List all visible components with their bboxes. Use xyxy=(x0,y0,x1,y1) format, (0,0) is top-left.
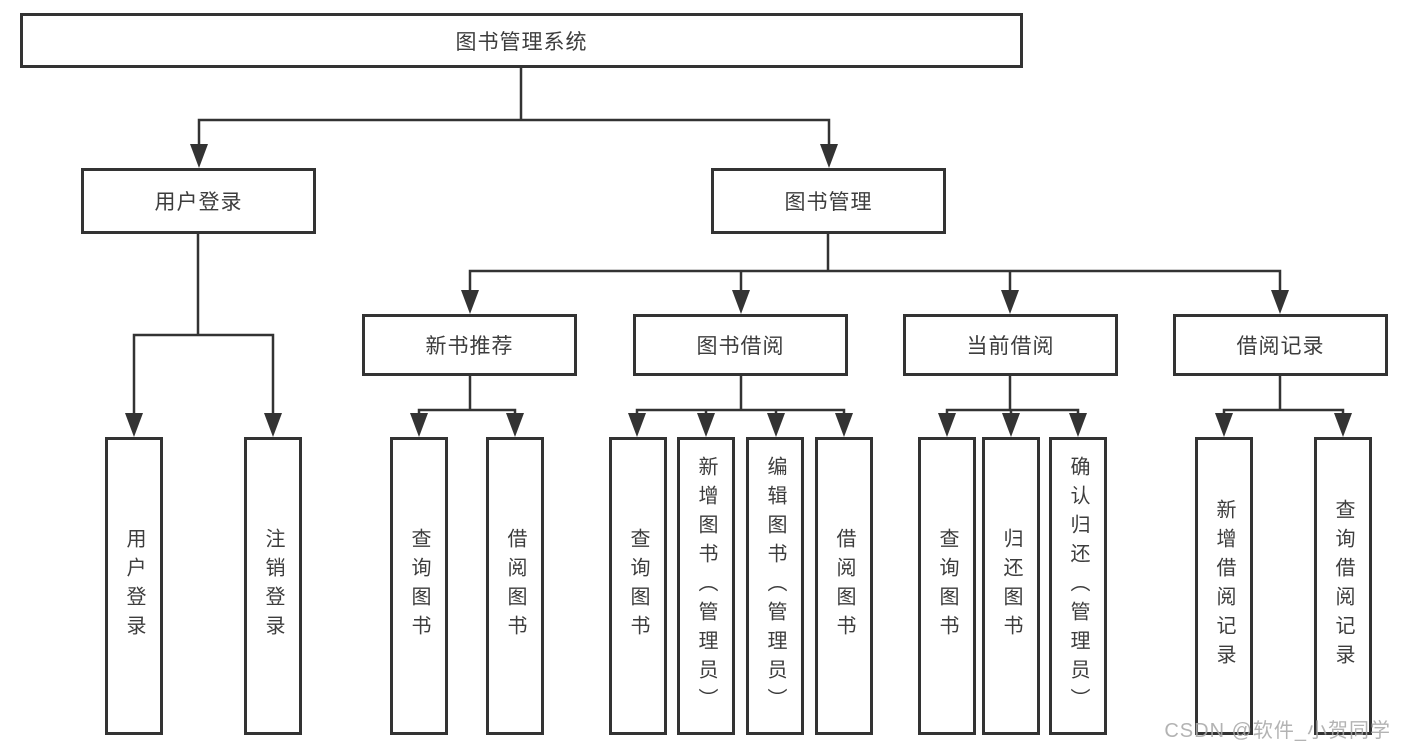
leaf-current-confirm-return-admin: 确认归还（管理员） xyxy=(1049,437,1107,735)
leaf-borrow-query-book-label: 查询图书 xyxy=(627,528,649,644)
node-root-label: 图书管理系统 xyxy=(455,30,588,54)
arrowheads-level2 xyxy=(190,144,838,168)
connector-root-to-level2 xyxy=(197,68,831,146)
leaf-record-add-record: 新增借阅记录 xyxy=(1195,437,1253,735)
node-new-book-recommend: 新书推荐 xyxy=(362,314,577,376)
node-user-login: 用户登录 xyxy=(81,168,316,234)
node-root-system: 图书管理系统 xyxy=(20,13,1023,68)
node-borrow-record-label: 借阅记录 xyxy=(1236,335,1325,358)
leaf-borrow-borrow-book: 借阅图书 xyxy=(815,437,873,735)
leaf-current-query-book: 查询图书 xyxy=(918,437,976,735)
leaf-borrow-add-book-admin: 新增图书（管理员） xyxy=(677,437,735,735)
node-book-management: 图书管理 xyxy=(711,168,946,234)
node-book-management-label: 图书管理 xyxy=(784,191,873,214)
node-borrow-record: 借阅记录 xyxy=(1173,314,1388,376)
connector-current-borrow-to-leaves xyxy=(945,376,1080,415)
node-new-book-recommend-label: 新书推荐 xyxy=(425,335,514,358)
connector-user-login-to-leaves xyxy=(132,234,275,415)
arrowheads-level3 xyxy=(461,290,1289,314)
csdn-watermark: CSDN @软件_小贺同学 xyxy=(1164,720,1391,742)
connector-book-borrow-to-leaves xyxy=(635,376,846,415)
node-user-login-label: 用户登录 xyxy=(154,191,243,214)
leaf-borrow-borrow-book-label: 借阅图书 xyxy=(833,528,855,644)
leaf-record-query-record-label: 查询借阅记录 xyxy=(1332,499,1354,673)
leaf-newbook-borrow-book-label: 借阅图书 xyxy=(504,528,526,644)
leaf-record-add-record-label: 新增借阅记录 xyxy=(1213,499,1235,673)
leaf-current-query-book-label: 查询图书 xyxy=(936,528,958,644)
leaf-logout: 注销登录 xyxy=(244,437,302,735)
node-current-borrow-label: 当前借阅 xyxy=(966,335,1055,358)
leaf-current-return-book-label: 归还图书 xyxy=(1000,528,1022,644)
node-book-borrow: 图书借阅 xyxy=(633,314,848,376)
leaf-newbook-query-book-label: 查询图书 xyxy=(408,528,430,644)
leaf-newbook-borrow-book: 借阅图书 xyxy=(486,437,544,735)
leaf-borrow-edit-book-admin-label: 编辑图书（管理员） xyxy=(764,455,786,717)
connector-new-book-to-leaves xyxy=(417,376,517,415)
leaf-borrow-add-book-admin-label: 新增图书（管理员） xyxy=(695,455,717,717)
connector-borrow-record-to-leaves xyxy=(1222,376,1345,415)
leaf-user-login-label: 用户登录 xyxy=(123,528,145,644)
leaf-user-login: 用户登录 xyxy=(105,437,163,735)
node-book-borrow-label: 图书借阅 xyxy=(696,335,785,358)
connector-book-mgmt-to-level3 xyxy=(468,234,1282,292)
arrowheads-leaves xyxy=(125,413,1352,437)
leaf-current-confirm-return-admin-label: 确认归还（管理员） xyxy=(1067,455,1089,717)
leaf-borrow-edit-book-admin: 编辑图书（管理员） xyxy=(746,437,804,735)
leaf-logout-label: 注销登录 xyxy=(262,528,284,644)
leaf-current-return-book: 归还图书 xyxy=(982,437,1040,735)
leaf-record-query-record: 查询借阅记录 xyxy=(1314,437,1372,735)
node-current-borrow: 当前借阅 xyxy=(903,314,1118,376)
leaf-newbook-query-book: 查询图书 xyxy=(390,437,448,735)
leaf-borrow-query-book: 查询图书 xyxy=(609,437,667,735)
